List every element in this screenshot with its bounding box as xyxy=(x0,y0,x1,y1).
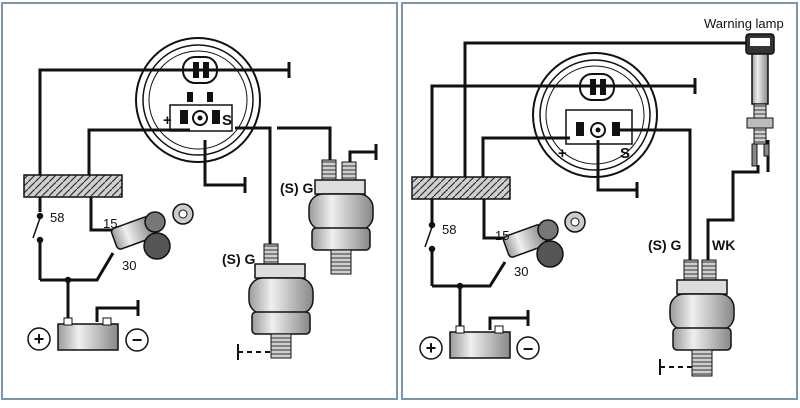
left-sender-2-label: (S) G xyxy=(280,180,314,196)
left-switch-label: 58 xyxy=(50,210,64,225)
right-gauge xyxy=(532,52,658,178)
right-gauge-plus-label: + xyxy=(558,145,567,162)
left-sender-1-label: (S) G xyxy=(222,251,256,267)
right-warning-lamp-label: Warning lamp xyxy=(704,16,784,31)
right-ignition-key xyxy=(502,211,586,268)
left-gauge-plus-label: + xyxy=(163,112,172,129)
right-terminal-strip xyxy=(411,176,511,200)
right-warning-lamp xyxy=(745,33,775,167)
left-wires xyxy=(38,62,332,322)
right-battery-minus: − xyxy=(523,339,534,359)
right-switch xyxy=(424,221,464,290)
left-panel: + S 58 xyxy=(1,2,398,400)
left-sender-1 xyxy=(237,243,314,360)
left-battery-minus: − xyxy=(132,330,143,350)
left-battery-plus: + xyxy=(34,329,45,349)
left-gauge xyxy=(135,37,261,163)
right-battery-plus: + xyxy=(426,338,437,358)
right-sender-label: (S) G xyxy=(648,237,682,253)
right-sender xyxy=(659,259,735,377)
left-ignition-key xyxy=(110,203,194,260)
left-battery xyxy=(27,317,149,352)
left-terminal-strip xyxy=(23,174,123,198)
left-sender-2 xyxy=(308,144,378,275)
left-gauge-s-label: S xyxy=(222,112,232,129)
right-switch-label: 58 xyxy=(442,222,456,237)
left-switch xyxy=(32,212,72,284)
right-sender-wk-label: WK xyxy=(712,237,735,253)
left-ignition-30-label: 30 xyxy=(122,258,136,273)
right-ignition-15-label: 15 xyxy=(495,228,509,243)
right-ignition-30-label: 30 xyxy=(514,264,528,279)
right-panel: + S 58 xyxy=(401,2,798,400)
left-ignition-15-label: 15 xyxy=(103,216,117,231)
right-battery xyxy=(419,325,540,360)
right-gauge-s-label: S xyxy=(620,145,630,162)
